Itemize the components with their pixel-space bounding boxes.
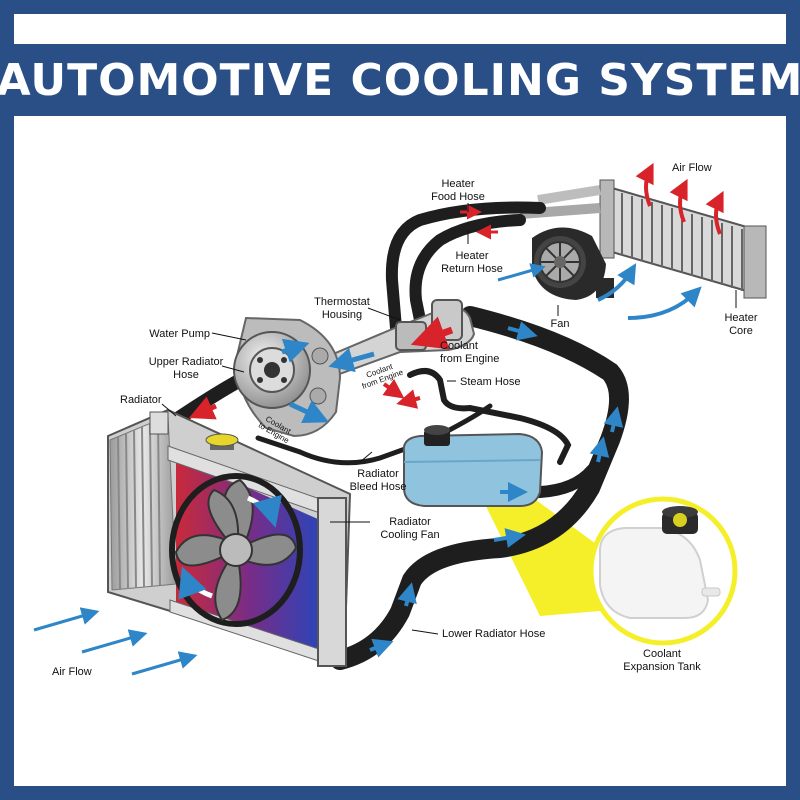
radiator-cooling-fan: [172, 476, 300, 624]
label-radiator-bleed-hose: Radiator Bleed Hose: [336, 468, 420, 494]
label-water-pump: Water Pump: [120, 328, 210, 341]
label-heater-return-hose: Heater Return Hose: [426, 250, 518, 276]
label-radiator: Radiator: [120, 394, 162, 407]
label-fan: Fan: [540, 318, 580, 331]
hot-arrow: [404, 398, 420, 402]
coolant-expansion-tank: [404, 425, 542, 506]
label-air-flow-bottom: Air Flow: [52, 666, 92, 679]
label-lower-radiator-hose: Lower Radiator Hose: [442, 628, 545, 641]
label-air-flow-top: Air Flow: [672, 162, 712, 175]
hot-arrow: [384, 384, 398, 394]
label-coolant-expansion-tank: Coolant Expansion Tank: [606, 648, 718, 674]
label-upper-radiator-hose: Upper Radiator Hose: [132, 356, 240, 382]
label-steam-hose: Steam Hose: [460, 376, 521, 389]
radiator-cap: [206, 434, 238, 450]
upper-radiator-hose: [176, 378, 244, 420]
label-heater-food-hose: Heater Food Hose: [410, 178, 506, 204]
label-coolant-from-engine: Coolant from Engine: [440, 340, 499, 366]
label-radiator-cooling-fan: Radiator Cooling Fan: [370, 516, 450, 542]
heater-pipe-upper: [538, 190, 600, 200]
label-thermostat-housing: Thermostat Housing: [302, 296, 382, 322]
label-heater-core: Heater Core: [716, 312, 766, 338]
